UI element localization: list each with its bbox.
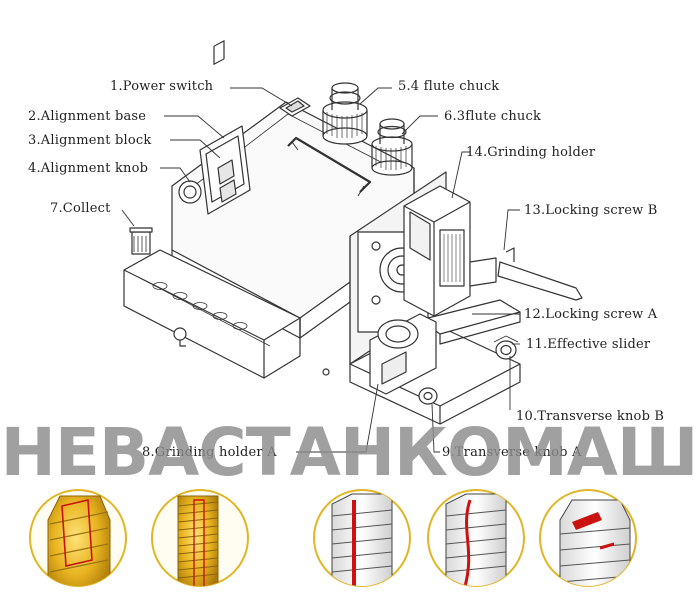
alignment-panel (199, 40, 251, 215)
tap-thumbnails (29, 489, 637, 587)
alignment-knob (178, 180, 202, 204)
tap-gold-thread-icon (151, 489, 249, 587)
label-transverse-knob-a: 9.Transverse knob A (442, 445, 582, 460)
label-alignment-knob: 4.Alignment knob (28, 161, 149, 176)
collet (129, 227, 153, 255)
label-four-flute-chuck: 5.4 flute chuck (398, 79, 500, 94)
label-locking-screw-b: 13.Locking screw B (524, 203, 658, 218)
label-alignment-block: 3.Alignment block (28, 133, 152, 148)
accessory-drawer (123, 249, 301, 379)
label-three-flute-chuck: 6.3flute chuck (444, 109, 542, 124)
label-power-switch: 1.Power switch (110, 79, 214, 94)
grinding-holder-a (369, 313, 437, 395)
locking-screw-b-lever (469, 247, 583, 301)
power-switch (279, 97, 311, 117)
tap-red-spiral-icon (427, 489, 525, 587)
label-grinding-holder: 14.Grinding holder (466, 145, 596, 160)
tap-red-flute-icon (313, 489, 411, 587)
label-transverse-knob-b: 10.Transverse knob B (516, 409, 665, 424)
tap-red-end-icon (539, 489, 637, 587)
transverse-knob-a (418, 387, 438, 405)
effective-slider (493, 335, 519, 360)
tap-gold-flank-icon (29, 489, 127, 587)
label-locking-screw-a: 12.Locking screw A (524, 307, 658, 322)
three-flute-chuck (371, 118, 413, 176)
brand-watermark: НЕВАСТАНКОМАШ (0, 414, 698, 491)
four-flute-chuck (322, 82, 368, 145)
label-grinding-holder-a: 8.Grinding holder A (142, 445, 277, 460)
label-alignment-base: 2.Alignment base (28, 109, 147, 124)
label-collet: 7.Collect (50, 201, 111, 216)
label-effective-slider: 11.Effective slider (526, 337, 651, 352)
leader-lines (121, 87, 520, 453)
grinding-holder (403, 185, 471, 317)
